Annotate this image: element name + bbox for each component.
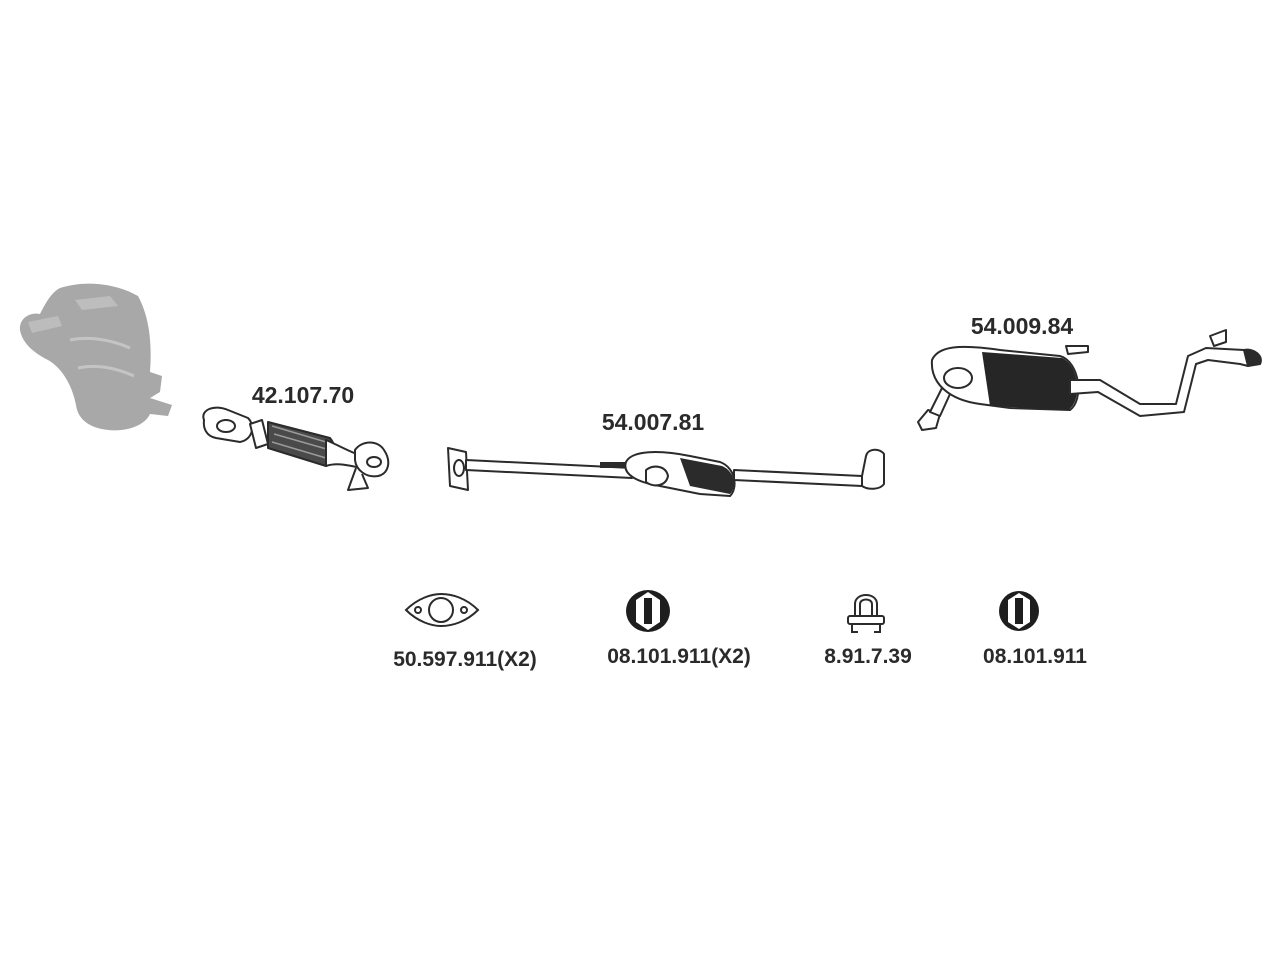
engine-block-icon — [19, 283, 173, 431]
part-label-front-pipe: 42.107.70 — [251, 382, 355, 408]
u-clamp-icon — [847, 594, 885, 633]
center-section-icon — [447, 447, 885, 497]
accessory-label-u-clamp: 8.91.7.39 — [824, 645, 912, 668]
part-label-center-section: 54.007.81 — [601, 409, 705, 435]
accessory-label-rubber-hanger: 08.101.911 — [983, 645, 1087, 668]
rear-silencer-icon — [917, 329, 1262, 431]
gasket-icon — [404, 592, 480, 628]
front-pipe-icon — [202, 406, 390, 491]
accessory-label-gasket: 50.597.911(X2) — [393, 648, 537, 671]
rubber-mount-icon — [999, 591, 1039, 631]
part-label-rear-silencer: 54.009.84 — [970, 313, 1074, 339]
accessory-label-rubber-hanger-pair: 08.101.911(X2) — [607, 645, 751, 668]
rubber-mount-icon — [626, 590, 670, 632]
